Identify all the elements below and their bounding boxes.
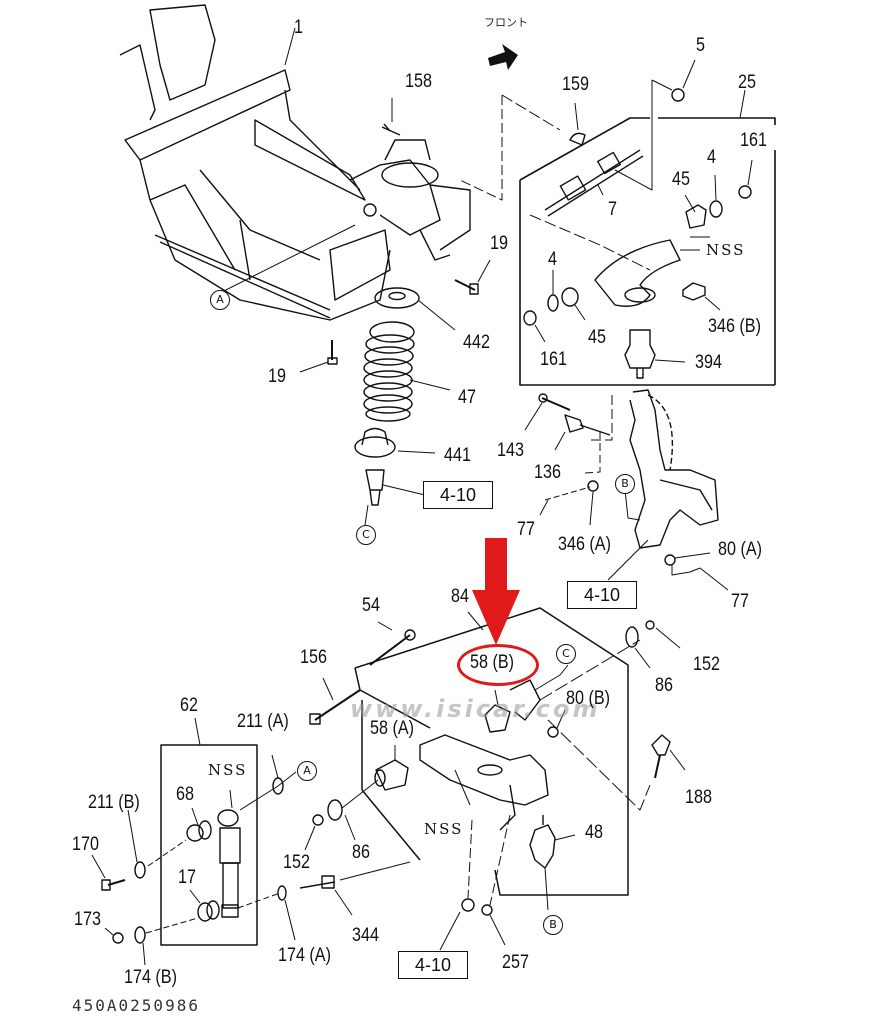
part-label-68[interactable]: 68	[176, 784, 194, 805]
marker-a-frame: A	[210, 290, 230, 310]
ref-box-4-10-lower-arm[interactable]: 4-10	[398, 951, 468, 979]
marker-c-spring: C	[356, 525, 376, 545]
part-label-17[interactable]: 17	[178, 867, 196, 888]
part-label-152-left[interactable]: 152	[283, 852, 310, 873]
part-label-442[interactable]: 442	[463, 332, 490, 353]
part-label-159[interactable]: 159	[562, 74, 589, 95]
part-label-441[interactable]: 441	[444, 445, 471, 466]
crossmember-frame	[119, 4, 471, 321]
upper-arm-group-box	[519, 117, 776, 386]
part-label-19-upper[interactable]: 19	[490, 233, 508, 254]
part-label-257[interactable]: 257	[502, 952, 529, 973]
part-label-346b[interactable]: 346 (B)	[708, 316, 761, 337]
part-label-173[interactable]: 173	[74, 909, 101, 930]
part-label-25[interactable]: 25	[738, 72, 756, 93]
part-label-158[interactable]: 158	[405, 71, 432, 92]
ref-box-4-10-knuckle[interactable]: 4-10	[567, 581, 637, 609]
marker-c-lower-arm: C	[556, 644, 576, 664]
front-arrow-icon	[488, 44, 518, 70]
part-label-346a[interactable]: 346 (A)	[558, 534, 611, 555]
part-label-161-lower[interactable]: 161	[540, 349, 567, 370]
part-label-48[interactable]: 48	[585, 822, 603, 843]
part-label-86-left[interactable]: 86	[352, 842, 370, 863]
part-label-174a[interactable]: 174 (A)	[278, 945, 331, 966]
highlight-arrow-icon	[472, 538, 520, 645]
part-label-4-upper[interactable]: 4	[707, 147, 716, 168]
coil-spring-47	[363, 321, 415, 422]
part-label-394[interactable]: 394	[695, 352, 722, 373]
part-label-77-right[interactable]: 77	[731, 591, 749, 612]
marker-b-ball-joint: B	[543, 915, 563, 935]
part-label-45-lower[interactable]: 45	[588, 327, 606, 348]
part-label-47[interactable]: 47	[458, 387, 476, 408]
watermark: www.isicar.com	[350, 695, 601, 723]
part-label-161-upper[interactable]: 161	[740, 130, 767, 151]
part-label-174b[interactable]: 174 (B)	[124, 967, 177, 988]
ref-box-4-10-spring[interactable]: 4-10	[423, 481, 493, 509]
diagram-code: 450A0250986	[72, 996, 200, 1015]
highlight-oval	[457, 644, 539, 686]
part-label-45-upper[interactable]: 45	[672, 169, 690, 190]
lower-control-arm	[419, 734, 549, 831]
nss-label-shock: NSS	[208, 761, 248, 779]
marker-b-knuckle: B	[615, 474, 635, 494]
part-label-143[interactable]: 143	[497, 440, 524, 461]
part-label-62[interactable]: 62	[180, 695, 198, 716]
part-label-86-right[interactable]: 86	[655, 675, 673, 696]
part-label-84[interactable]: 84	[451, 586, 469, 607]
part-label-1[interactable]: 1	[294, 17, 303, 38]
part-label-170[interactable]: 170	[72, 834, 99, 855]
part-label-344[interactable]: 344	[352, 925, 379, 946]
part-label-188[interactable]: 188	[685, 787, 712, 808]
shaft-7	[544, 149, 644, 217]
part-label-5[interactable]: 5	[696, 35, 705, 56]
front-direction-label: フロント	[484, 16, 528, 29]
part-label-4-lower[interactable]: 4	[548, 249, 557, 270]
part-label-58b[interactable]: 58 (B)	[470, 652, 514, 673]
part-label-7[interactable]: 7	[608, 199, 617, 220]
part-label-54[interactable]: 54	[362, 595, 380, 616]
marker-a-shock: A	[297, 761, 317, 781]
shock-absorber	[217, 809, 241, 918]
part-label-80b[interactable]: 80 (B)	[566, 688, 610, 709]
shock-absorber-box	[160, 744, 258, 946]
part-label-211b[interactable]: 211 (B)	[88, 792, 140, 813]
bolt-158	[381, 123, 401, 136]
part-label-211a[interactable]: 211 (A)	[237, 711, 289, 732]
part-label-136[interactable]: 136	[534, 462, 561, 483]
nss-label-lower-arm: NSS	[424, 820, 464, 838]
part-label-77-left[interactable]: 77	[517, 519, 535, 540]
nss-label-upper-arm: NSS	[706, 241, 746, 259]
part-label-19-lower[interactable]: 19	[268, 366, 286, 387]
part-label-80a[interactable]: 80 (A)	[718, 539, 762, 560]
part-label-58a[interactable]: 58 (A)	[370, 718, 414, 739]
part-label-152-right[interactable]: 152	[693, 654, 720, 675]
part-label-156[interactable]: 156	[300, 647, 327, 668]
steering-knuckle	[629, 389, 719, 549]
